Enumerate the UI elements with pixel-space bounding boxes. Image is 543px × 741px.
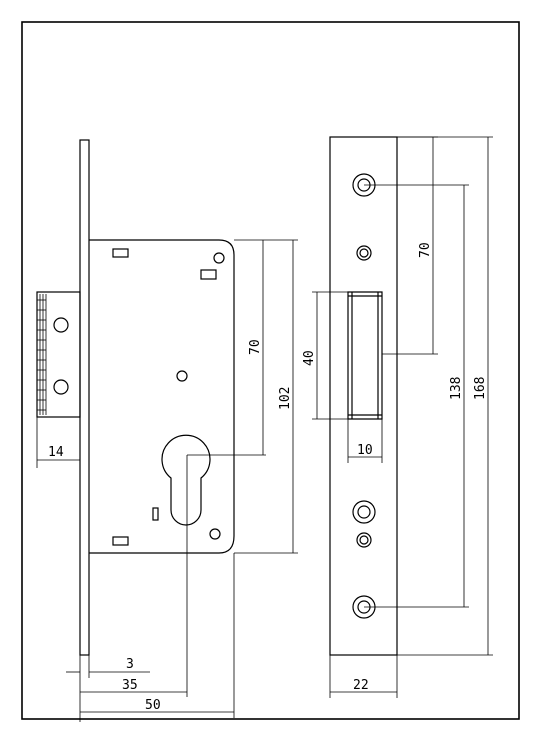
body-slot-top-left [112, 248, 129, 258]
body-screw-bottom [209, 528, 221, 540]
faceplate-screw-low-outer [352, 500, 376, 524]
body-slot-top-right [200, 269, 217, 280]
side-view [36, 139, 235, 656]
faceplate-hole-low-outer [356, 532, 372, 548]
drawing-frame [21, 21, 520, 720]
latch-hole-upper [53, 317, 69, 333]
faceplate-screw-low-inner [357, 505, 371, 519]
dim-body-height: 102 [278, 387, 293, 410]
body-slot-bottom-left [112, 536, 129, 546]
lock-body [89, 239, 235, 554]
spindle-hole [176, 370, 188, 382]
faceplate-side [79, 139, 90, 656]
dim-latch-projection: 14 [48, 445, 64, 460]
dim-faceplate-width: 22 [353, 678, 369, 693]
dimension-lines [36, 136, 493, 722]
dim-backset: 35 [122, 678, 138, 693]
dim-latch-width: 10 [357, 443, 373, 458]
latch-serration [37, 294, 47, 415]
latch-hole-lower [53, 379, 69, 395]
dim-latch-height: 40 [302, 350, 317, 366]
cylinder-keyhole [161, 434, 211, 526]
body-slot-bottom [152, 507, 159, 521]
faceplate-hole-mid-outer [356, 245, 372, 261]
dim-screw-spacing: 138 [449, 377, 464, 400]
faceplate-hole-low-inner [359, 535, 369, 545]
faceplate-front [329, 136, 398, 656]
dim-faceplate-thickness: 3 [126, 657, 134, 672]
dim-upper-height: 70 [248, 339, 263, 355]
latch-opening [347, 291, 383, 420]
latch-bolt [36, 291, 81, 418]
body-screw-top [213, 252, 225, 264]
dim-body-width: 50 [145, 698, 161, 713]
faceplate-hole-mid-inner [359, 248, 369, 258]
dim-faceplate-length: 168 [473, 377, 488, 400]
dim-faceplate-upper-offset: 70 [418, 242, 433, 258]
front-view [329, 136, 398, 656]
